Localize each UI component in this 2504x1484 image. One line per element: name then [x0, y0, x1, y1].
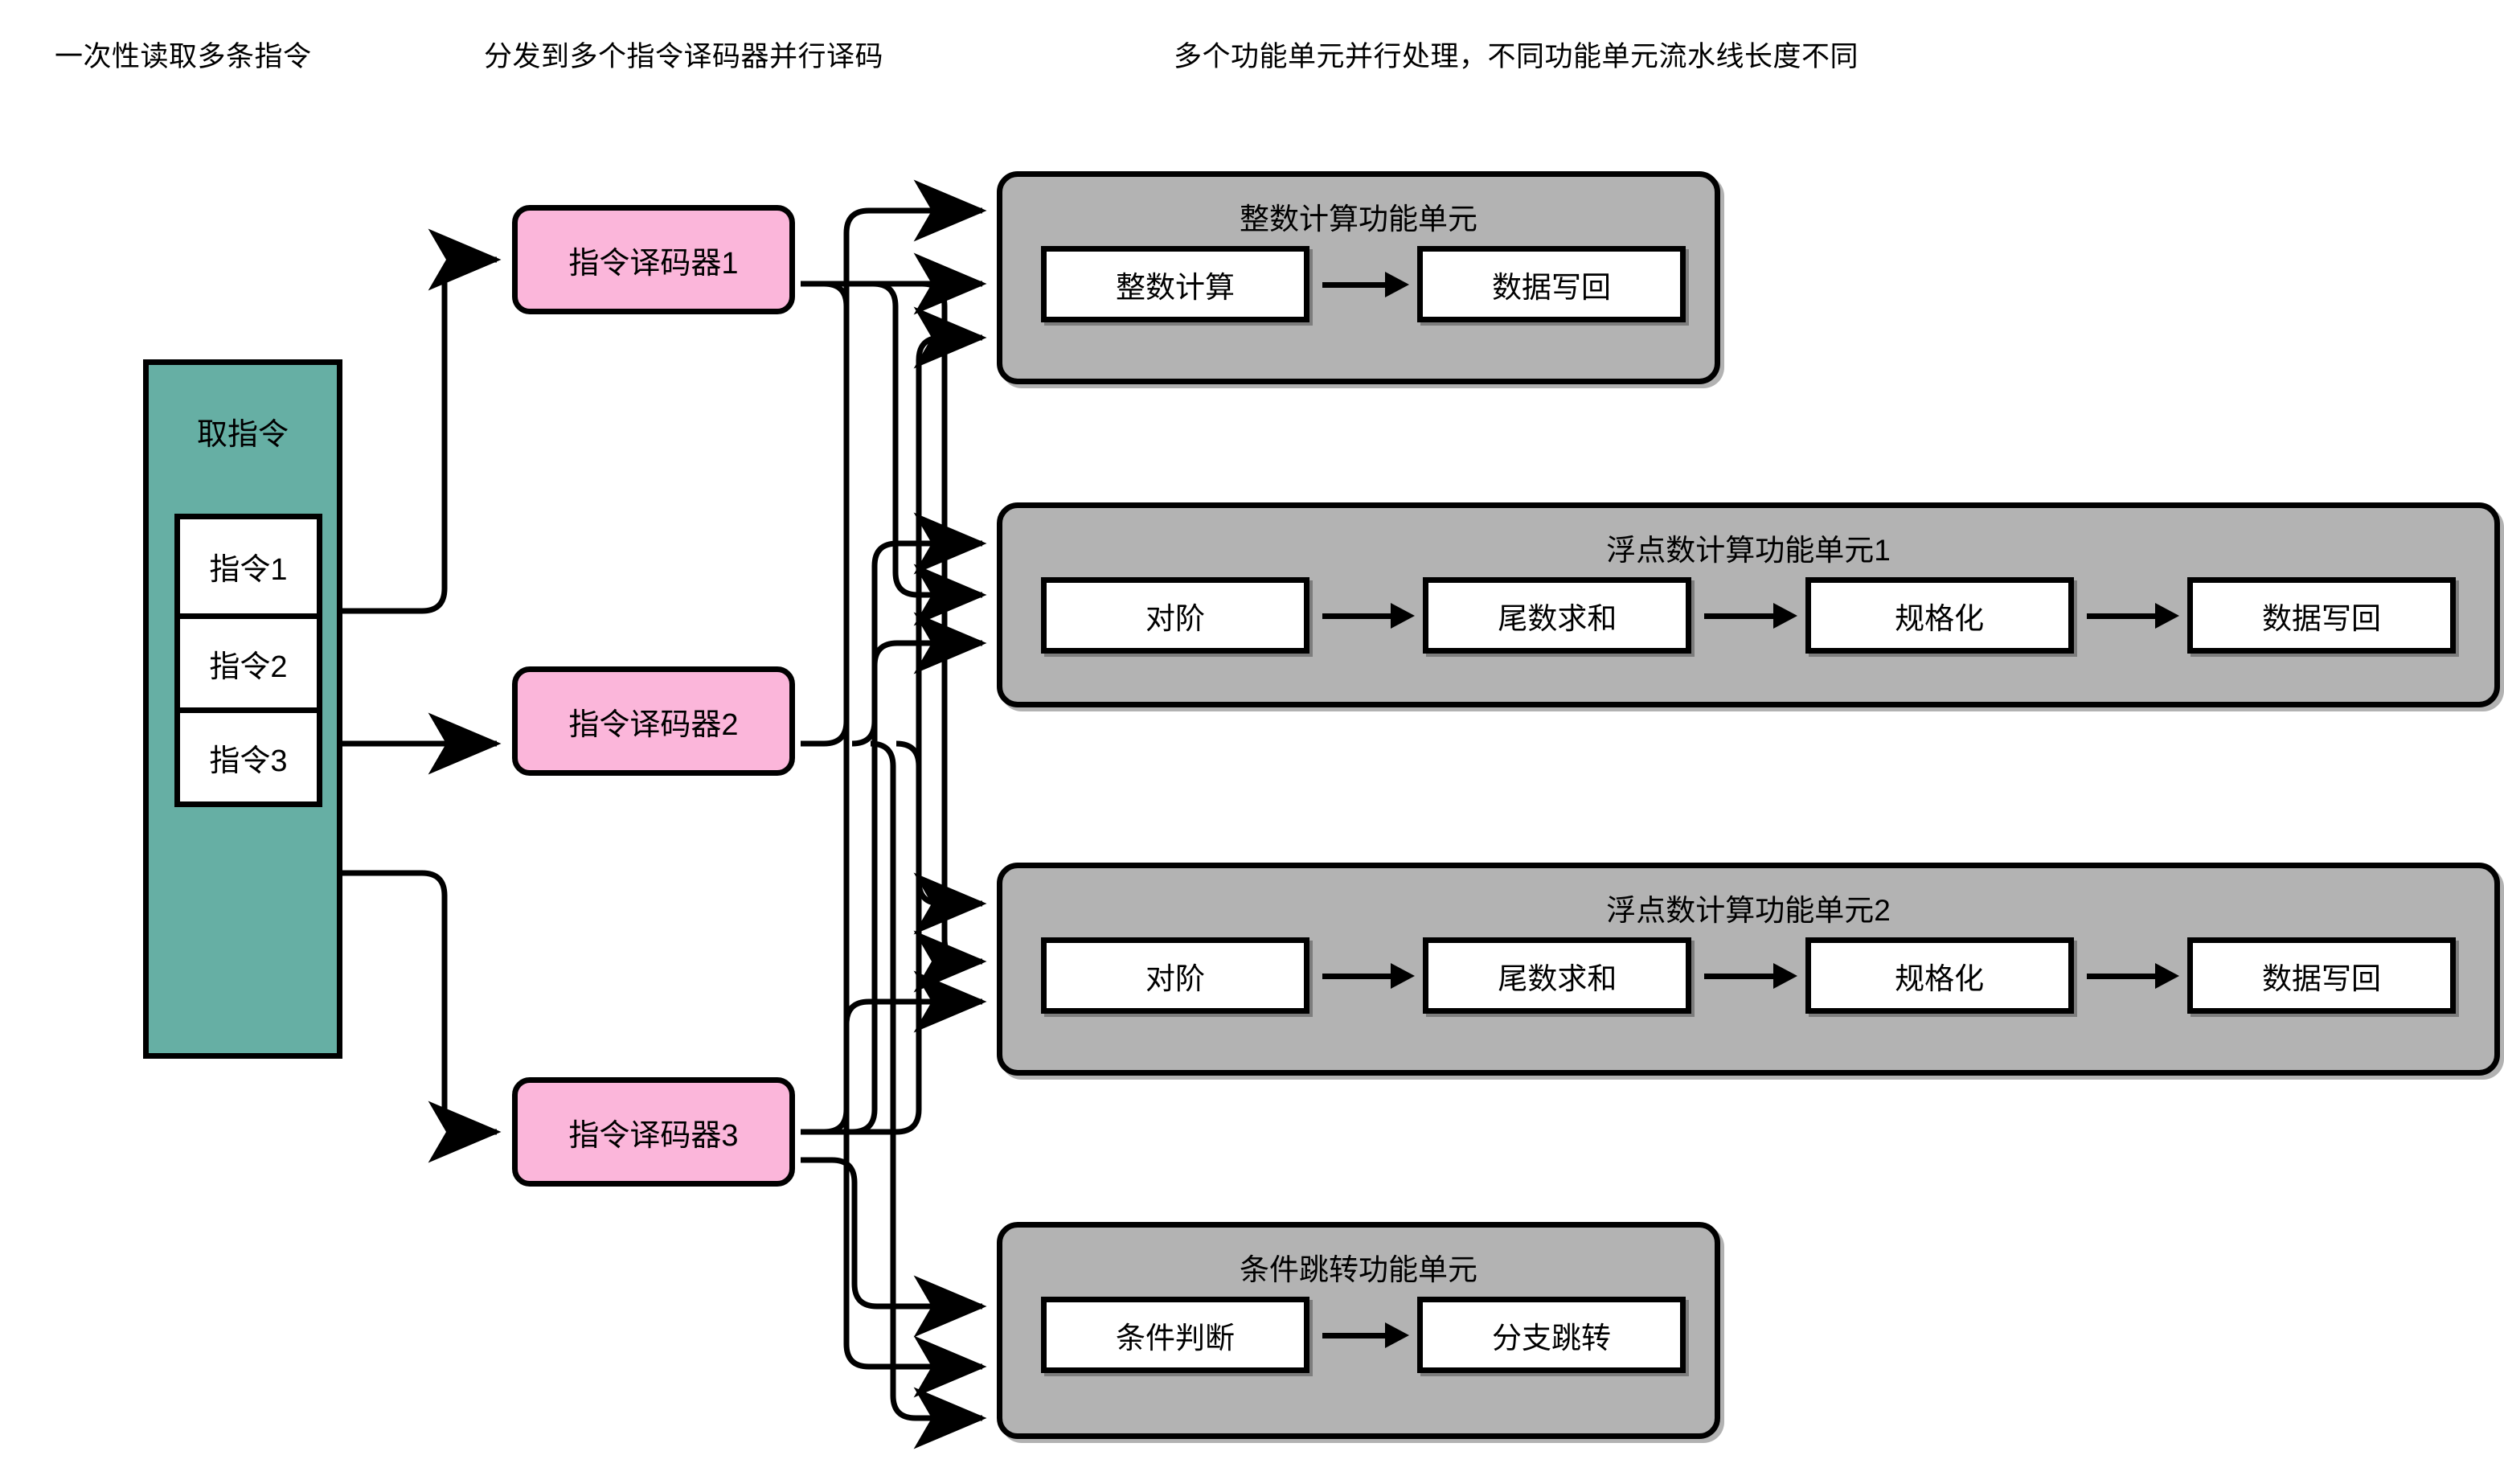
- stage-mantissa-sum[interactable]: 尾数求和: [1423, 577, 1692, 654]
- arrow-right-icon: [1693, 962, 1803, 989]
- wire-dec1-to-fp1: [872, 281, 987, 626]
- arrow-right-icon: [1311, 602, 1421, 629]
- integer-function-unit[interactable]: 整数计算功能单元 整数计算 数据写回: [997, 171, 1720, 384]
- instruction-item-3[interactable]: 指令3: [180, 707, 317, 801]
- wire-dec3-to-fp1: [851, 612, 987, 1135]
- wire-dec2-to-fp2: [895, 740, 987, 935]
- float-function-unit-1[interactable]: 浮点数计算功能单元1 对阶 尾数求和 规格化 数据写回: [997, 502, 2500, 707]
- stage-normalize[interactable]: 规格化: [1805, 937, 2074, 1014]
- stage-writeback[interactable]: 数据写回: [2186, 937, 2456, 1014]
- integer-function-unit-title: 整数计算功能单元: [1240, 203, 1477, 236]
- arrow-right-icon: [1311, 1322, 1416, 1348]
- float-function-unit-2[interactable]: 浮点数计算功能单元2 对阶 尾数求和 规格化 数据写回: [997, 863, 2500, 1076]
- wire-dec3-to-fp2: [823, 970, 987, 1135]
- branch-function-unit[interactable]: 条件跳转功能单元 条件判断 分支跳转: [997, 1222, 1720, 1439]
- float-function-unit-1-title: 浮点数计算功能单元1: [1606, 534, 1891, 567]
- caption-execute: 多个功能单元并行处理，不同功能单元流水线长度不同: [1174, 41, 1859, 72]
- float-function-unit-2-title: 浮点数计算功能单元2: [1606, 894, 1891, 927]
- instruction-item-2[interactable]: 指令2: [180, 613, 317, 707]
- stage-normalize[interactable]: 规格化: [1805, 577, 2074, 654]
- float-unit-2-pipeline: 对阶 尾数求和 规格化 数据写回: [1002, 937, 2494, 1014]
- instruction-decoder-2[interactable]: 指令译码器2: [512, 666, 795, 776]
- wire-dec1-to-fp2: [913, 281, 987, 993]
- branch-unit-pipeline: 条件判断 分支跳转: [1002, 1297, 1715, 1373]
- stage-mantissa-sum[interactable]: 尾数求和: [1423, 937, 1692, 1014]
- float-unit-1-pipeline: 对阶 尾数求和 规格化 数据写回: [1002, 577, 2494, 654]
- stage-condition-check[interactable]: 条件判断: [1041, 1297, 1309, 1373]
- stage-align-exponent[interactable]: 对阶: [1041, 937, 1309, 1014]
- stage-branch-jump[interactable]: 分支跳转: [1417, 1297, 1686, 1373]
- wire-dec1-to-branch: [823, 281, 987, 1398]
- wire-instr3-to-dec3: [337, 870, 502, 1163]
- instruction-queue: 指令1 指令2 指令3: [174, 514, 322, 807]
- stage-integer-compute[interactable]: 整数计算: [1041, 246, 1309, 322]
- wire-instr1-to-dec1: [337, 228, 502, 614]
- instruction-decoder-3[interactable]: 指令译码器3: [512, 1077, 795, 1187]
- integer-unit-pipeline: 整数计算 数据写回: [1002, 246, 1715, 322]
- wire-dec3-to-branch: [831, 1157, 987, 1338]
- wire-dec3-to-int: [801, 306, 987, 1135]
- wire-dec2-to-branch: [870, 740, 987, 1449]
- stage-align-exponent[interactable]: 对阶: [1041, 577, 1309, 654]
- caption-fetch: 一次性读取多条指令: [55, 41, 312, 72]
- stage-writeback[interactable]: 数据写回: [1417, 246, 1686, 322]
- arrow-right-icon: [2076, 602, 2186, 629]
- wire-dec2-to-int: [801, 179, 987, 747]
- arrow-right-icon: [1311, 962, 1421, 989]
- instruction-item-1[interactable]: 指令1: [180, 519, 317, 613]
- fetch-unit-title: 取指令: [196, 418, 289, 452]
- branch-function-unit-title: 条件跳转功能单元: [1240, 1253, 1477, 1286]
- fetch-unit[interactable]: 取指令 指令1 指令2 指令3: [143, 359, 342, 1059]
- wire-dec2-to-fp1: [851, 512, 987, 747]
- stage-writeback[interactable]: 数据写回: [2186, 577, 2456, 654]
- arrow-right-icon: [1311, 271, 1416, 297]
- arrow-right-icon: [1693, 602, 1803, 629]
- arrow-right-icon: [2076, 962, 2186, 989]
- instruction-decoder-1[interactable]: 指令译码器1: [512, 205, 795, 314]
- caption-decode: 分发到多个指令译码器并行译码: [484, 41, 884, 72]
